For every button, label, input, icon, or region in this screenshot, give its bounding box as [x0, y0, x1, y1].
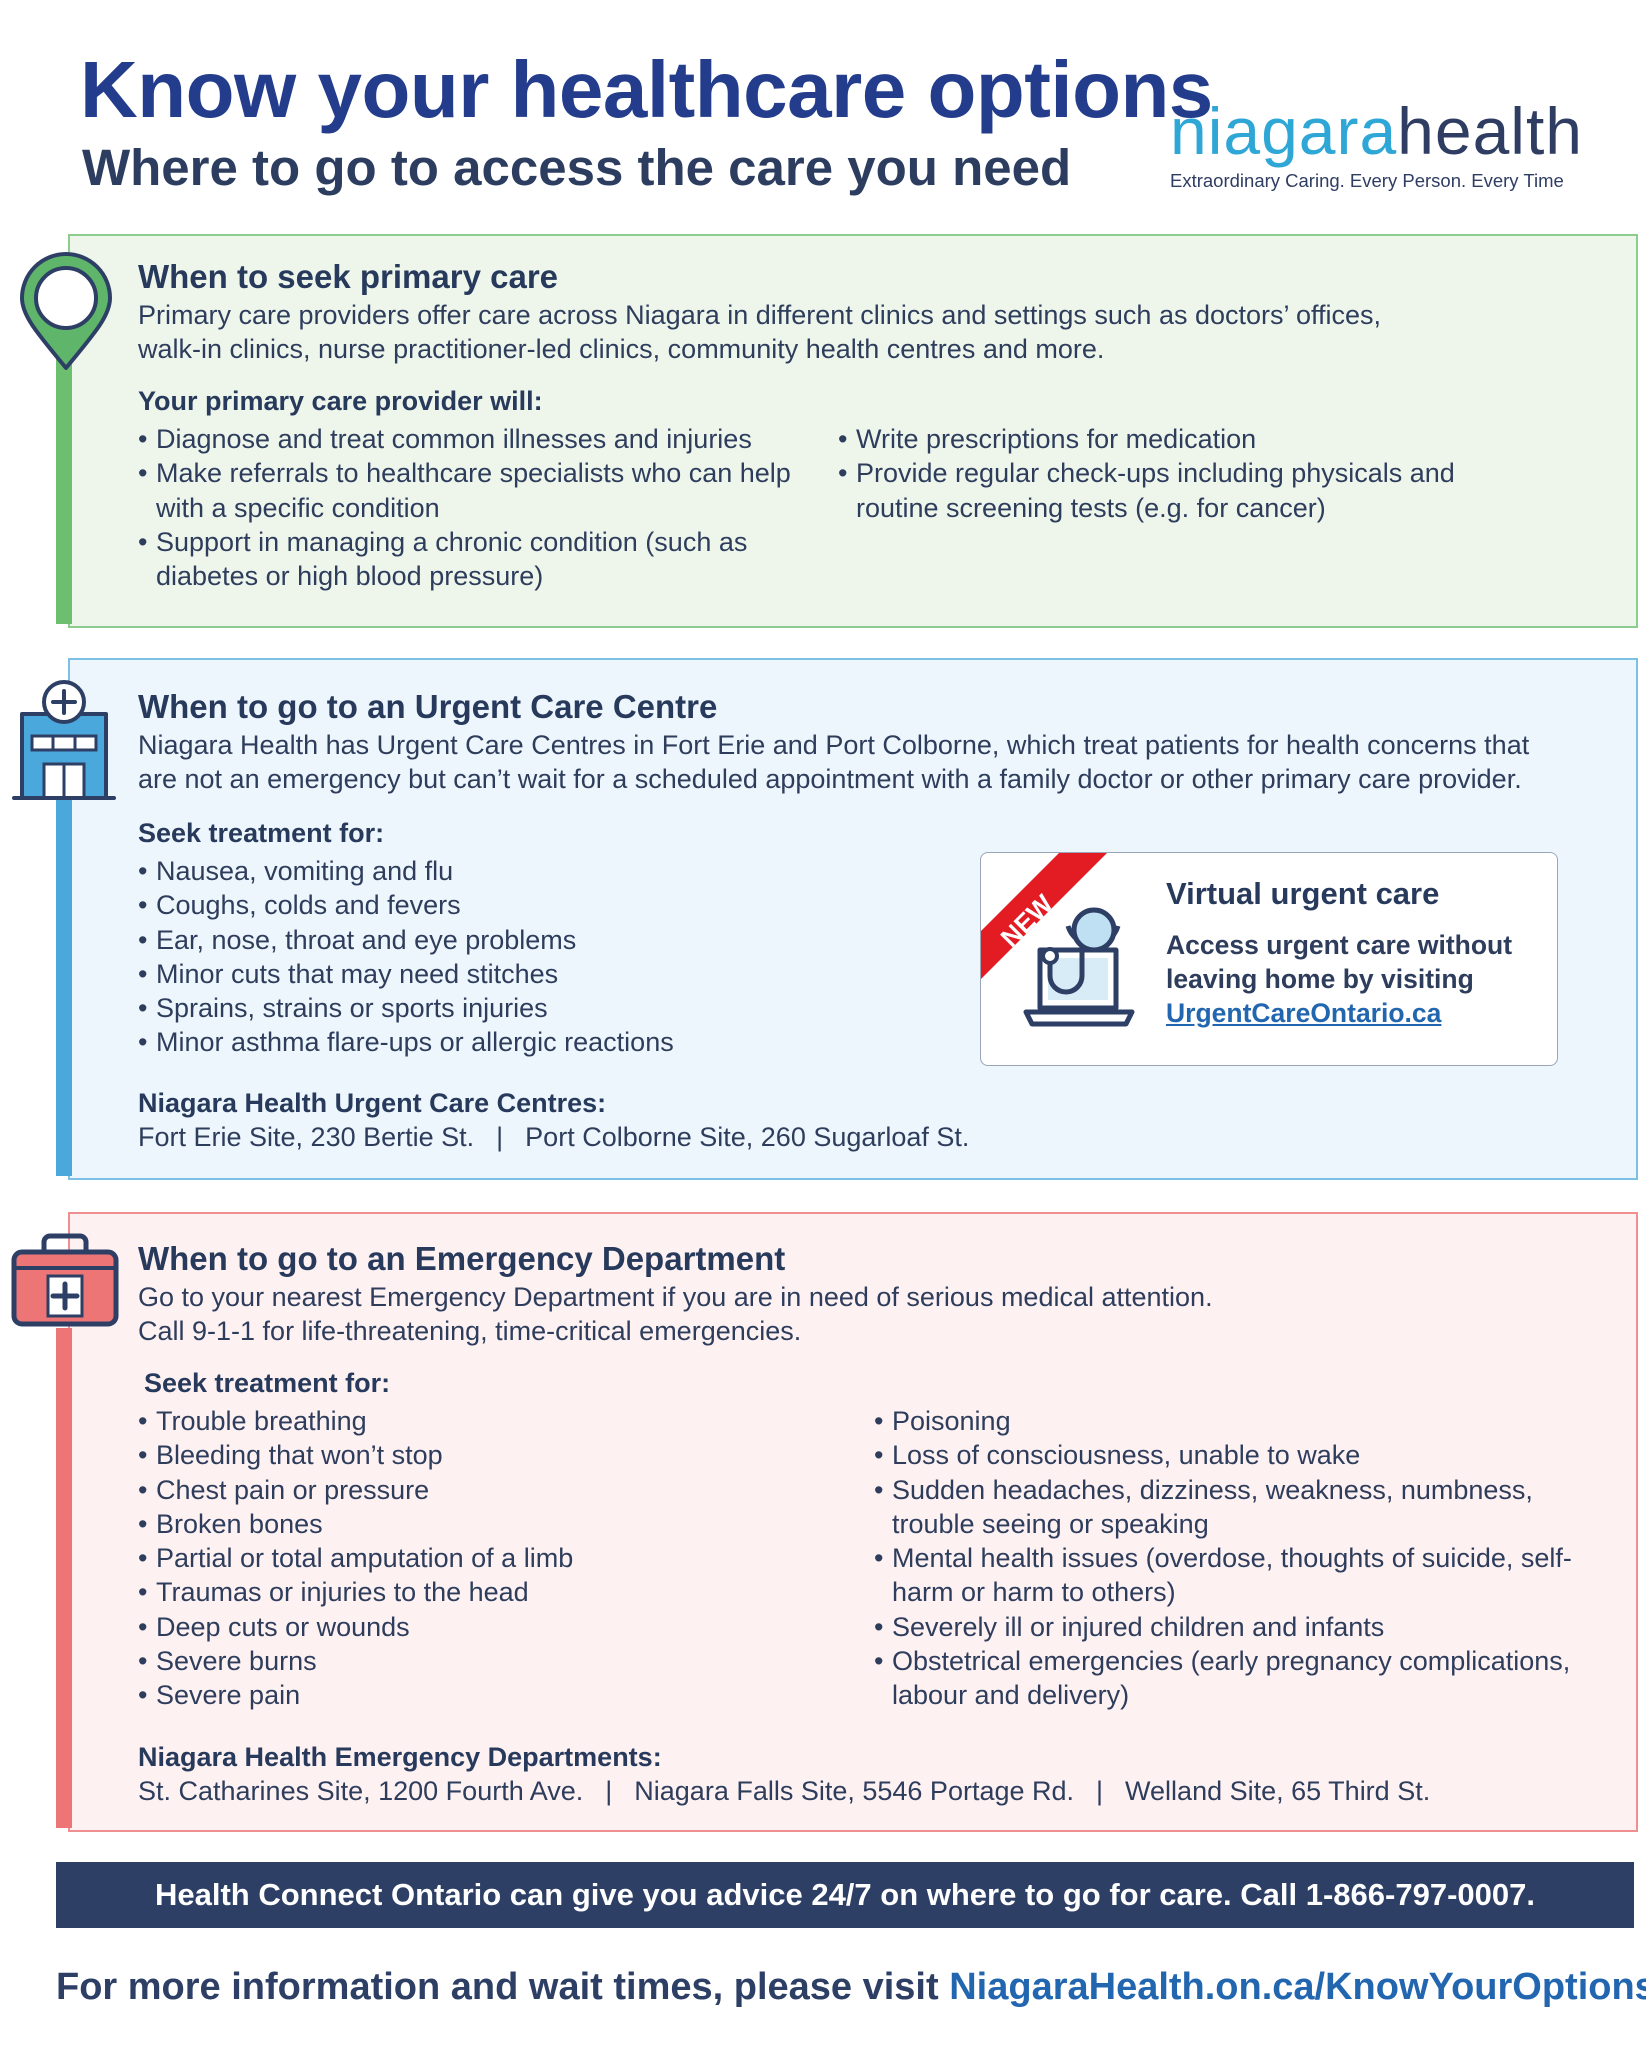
list-item: Ear, nose, throat and eye problems [138, 923, 938, 958]
primary-care-list-left: Diagnose and treat common illnesses and … [138, 422, 798, 593]
list-item: Sprains, strains or sports injuries [138, 991, 938, 1026]
primary-care-accent-bar [56, 340, 72, 624]
list-item: Bleeding that won’t stop [138, 1438, 858, 1473]
list-item: Sudden headaches, dizziness, weakness, n… [874, 1473, 1574, 1542]
list-item: Chest pain or pressure [138, 1473, 858, 1508]
emergency-title: When to go to an Emergency Department [138, 1240, 786, 1277]
niagara-falls-site: Niagara Falls Site, 5546 Portage Rd. [634, 1776, 1075, 1806]
urgent-care-intro: Niagara Health has Urgent Care Centres i… [138, 730, 1530, 794]
separator: | [496, 1122, 504, 1152]
list-item: Traumas or injuries to the head [138, 1575, 858, 1610]
st-catharines-site: St. Catharines Site, 1200 Fourth Ave. [138, 1776, 584, 1806]
primary-care-intro: Primary care providers offer care across… [138, 300, 1382, 364]
primary-care-subhead: Your primary care provider will: [138, 386, 543, 416]
port-colborne-site: Port Colborne Site, 260 Sugarloaf St. [525, 1122, 970, 1152]
hospital-building-icon [12, 680, 116, 800]
emergency-accent-bar [56, 1328, 72, 1828]
list-item: Minor asthma flare-ups or allergic react… [138, 1025, 938, 1060]
page-subtitle: Where to go to access the care you need [82, 139, 1072, 196]
list-item: Severe pain [138, 1678, 858, 1713]
virtual-urgent-care-title: Virtual urgent care [1166, 876, 1440, 911]
list-item: Broken bones [138, 1507, 858, 1542]
logo-tagline: Extraordinary Caring. Every Person. Ever… [1170, 170, 1564, 191]
welland-site: Welland Site, 65 Third St. [1125, 1776, 1431, 1806]
emergency-list-left: Trouble breathing Bleeding that won’t st… [138, 1404, 858, 1713]
primary-care-title: When to seek primary care [138, 258, 559, 295]
urgent-care-accent-bar [56, 790, 72, 1176]
list-item: Support in managing a chronic condition … [138, 525, 798, 594]
primary-care-list-right: Write prescriptions for medication Provi… [838, 422, 1458, 525]
list-item: Severely ill or injured children and inf… [874, 1610, 1574, 1645]
list-item: Make referrals to healthcare specialists… [138, 456, 798, 525]
emergency-depts-head: Niagara Health Emergency Departments: [138, 1742, 662, 1772]
niagara-health-logo: niagarahealth Extraordinary Caring. Ever… [1170, 98, 1610, 192]
emergency-list-right: Poisoning Loss of consciousness, unable … [874, 1404, 1574, 1713]
urgent-care-list: Nausea, vomiting and flu Coughs, colds a… [138, 854, 938, 1060]
fort-erie-site: Fort Erie Site, 230 Bertie St. [138, 1122, 475, 1152]
list-item: Write prescriptions for medication [838, 422, 1458, 457]
emergency-subhead: Seek treatment for: [144, 1368, 391, 1398]
list-item: Deep cuts or wounds [138, 1610, 858, 1645]
list-item: Mental health issues (overdose, thoughts… [874, 1541, 1574, 1610]
list-item: Nausea, vomiting and flu [138, 854, 938, 889]
list-item: Provide regular check-ups including phys… [838, 456, 1458, 525]
new-ribbon: NEW [981, 853, 1107, 979]
emergency-depts-list: St. Catharines Site, 1200 Fourth Ave. | Ni… [138, 1776, 1430, 1807]
separator: | [1096, 1776, 1104, 1806]
list-item: Poisoning [874, 1404, 1574, 1439]
list-item: Partial or total amputation of a limb [138, 1541, 858, 1576]
urgent-centres-head: Niagara Health Urgent Care Centres: [138, 1088, 607, 1118]
urgent-centres-list: Fort Erie Site, 230 Bertie St. | Port Colb… [138, 1122, 969, 1153]
separator: | [605, 1776, 613, 1806]
list-item: Loss of consciousness, unable to wake [874, 1438, 1574, 1473]
logo-wordmark: niagarahealth [1170, 94, 1583, 168]
list-item: Coughs, colds and fevers [138, 888, 938, 923]
urgent-care-subhead: Seek treatment for: [138, 818, 385, 848]
virtual-urgent-care-text: Access urgent care without leaving home … [1166, 930, 1513, 1028]
laptop-stethoscope-icon [1023, 907, 1135, 1027]
list-item: Severe burns [138, 1644, 858, 1679]
first-aid-kit-icon [11, 1233, 119, 1327]
urgent-care-title: When to go to an Urgent Care Centre [138, 688, 718, 725]
know-your-options-link[interactable]: NiagaraHealth.on.ca/KnowYourOptions [949, 1966, 1646, 2008]
list-item: Minor cuts that may need stitches [138, 957, 938, 992]
health-connect-banner: Health Connect Ontario can give you advi… [56, 1862, 1634, 1928]
list-item: Trouble breathing [138, 1404, 858, 1439]
list-item: Obstetrical emergencies (early pregnancy… [874, 1644, 1574, 1713]
urgent-care-ontario-link[interactable]: UrgentCareOntario.ca [1166, 998, 1442, 1028]
footer-info: For more information and wait times, ple… [56, 1966, 1646, 2009]
location-pin-icon [20, 252, 112, 370]
page-title: Know your healthcare options [80, 45, 1213, 134]
emergency-intro: Go to your nearest Emergency Department … [138, 1282, 1213, 1346]
list-item: Diagnose and treat common illnesses and … [138, 422, 798, 457]
